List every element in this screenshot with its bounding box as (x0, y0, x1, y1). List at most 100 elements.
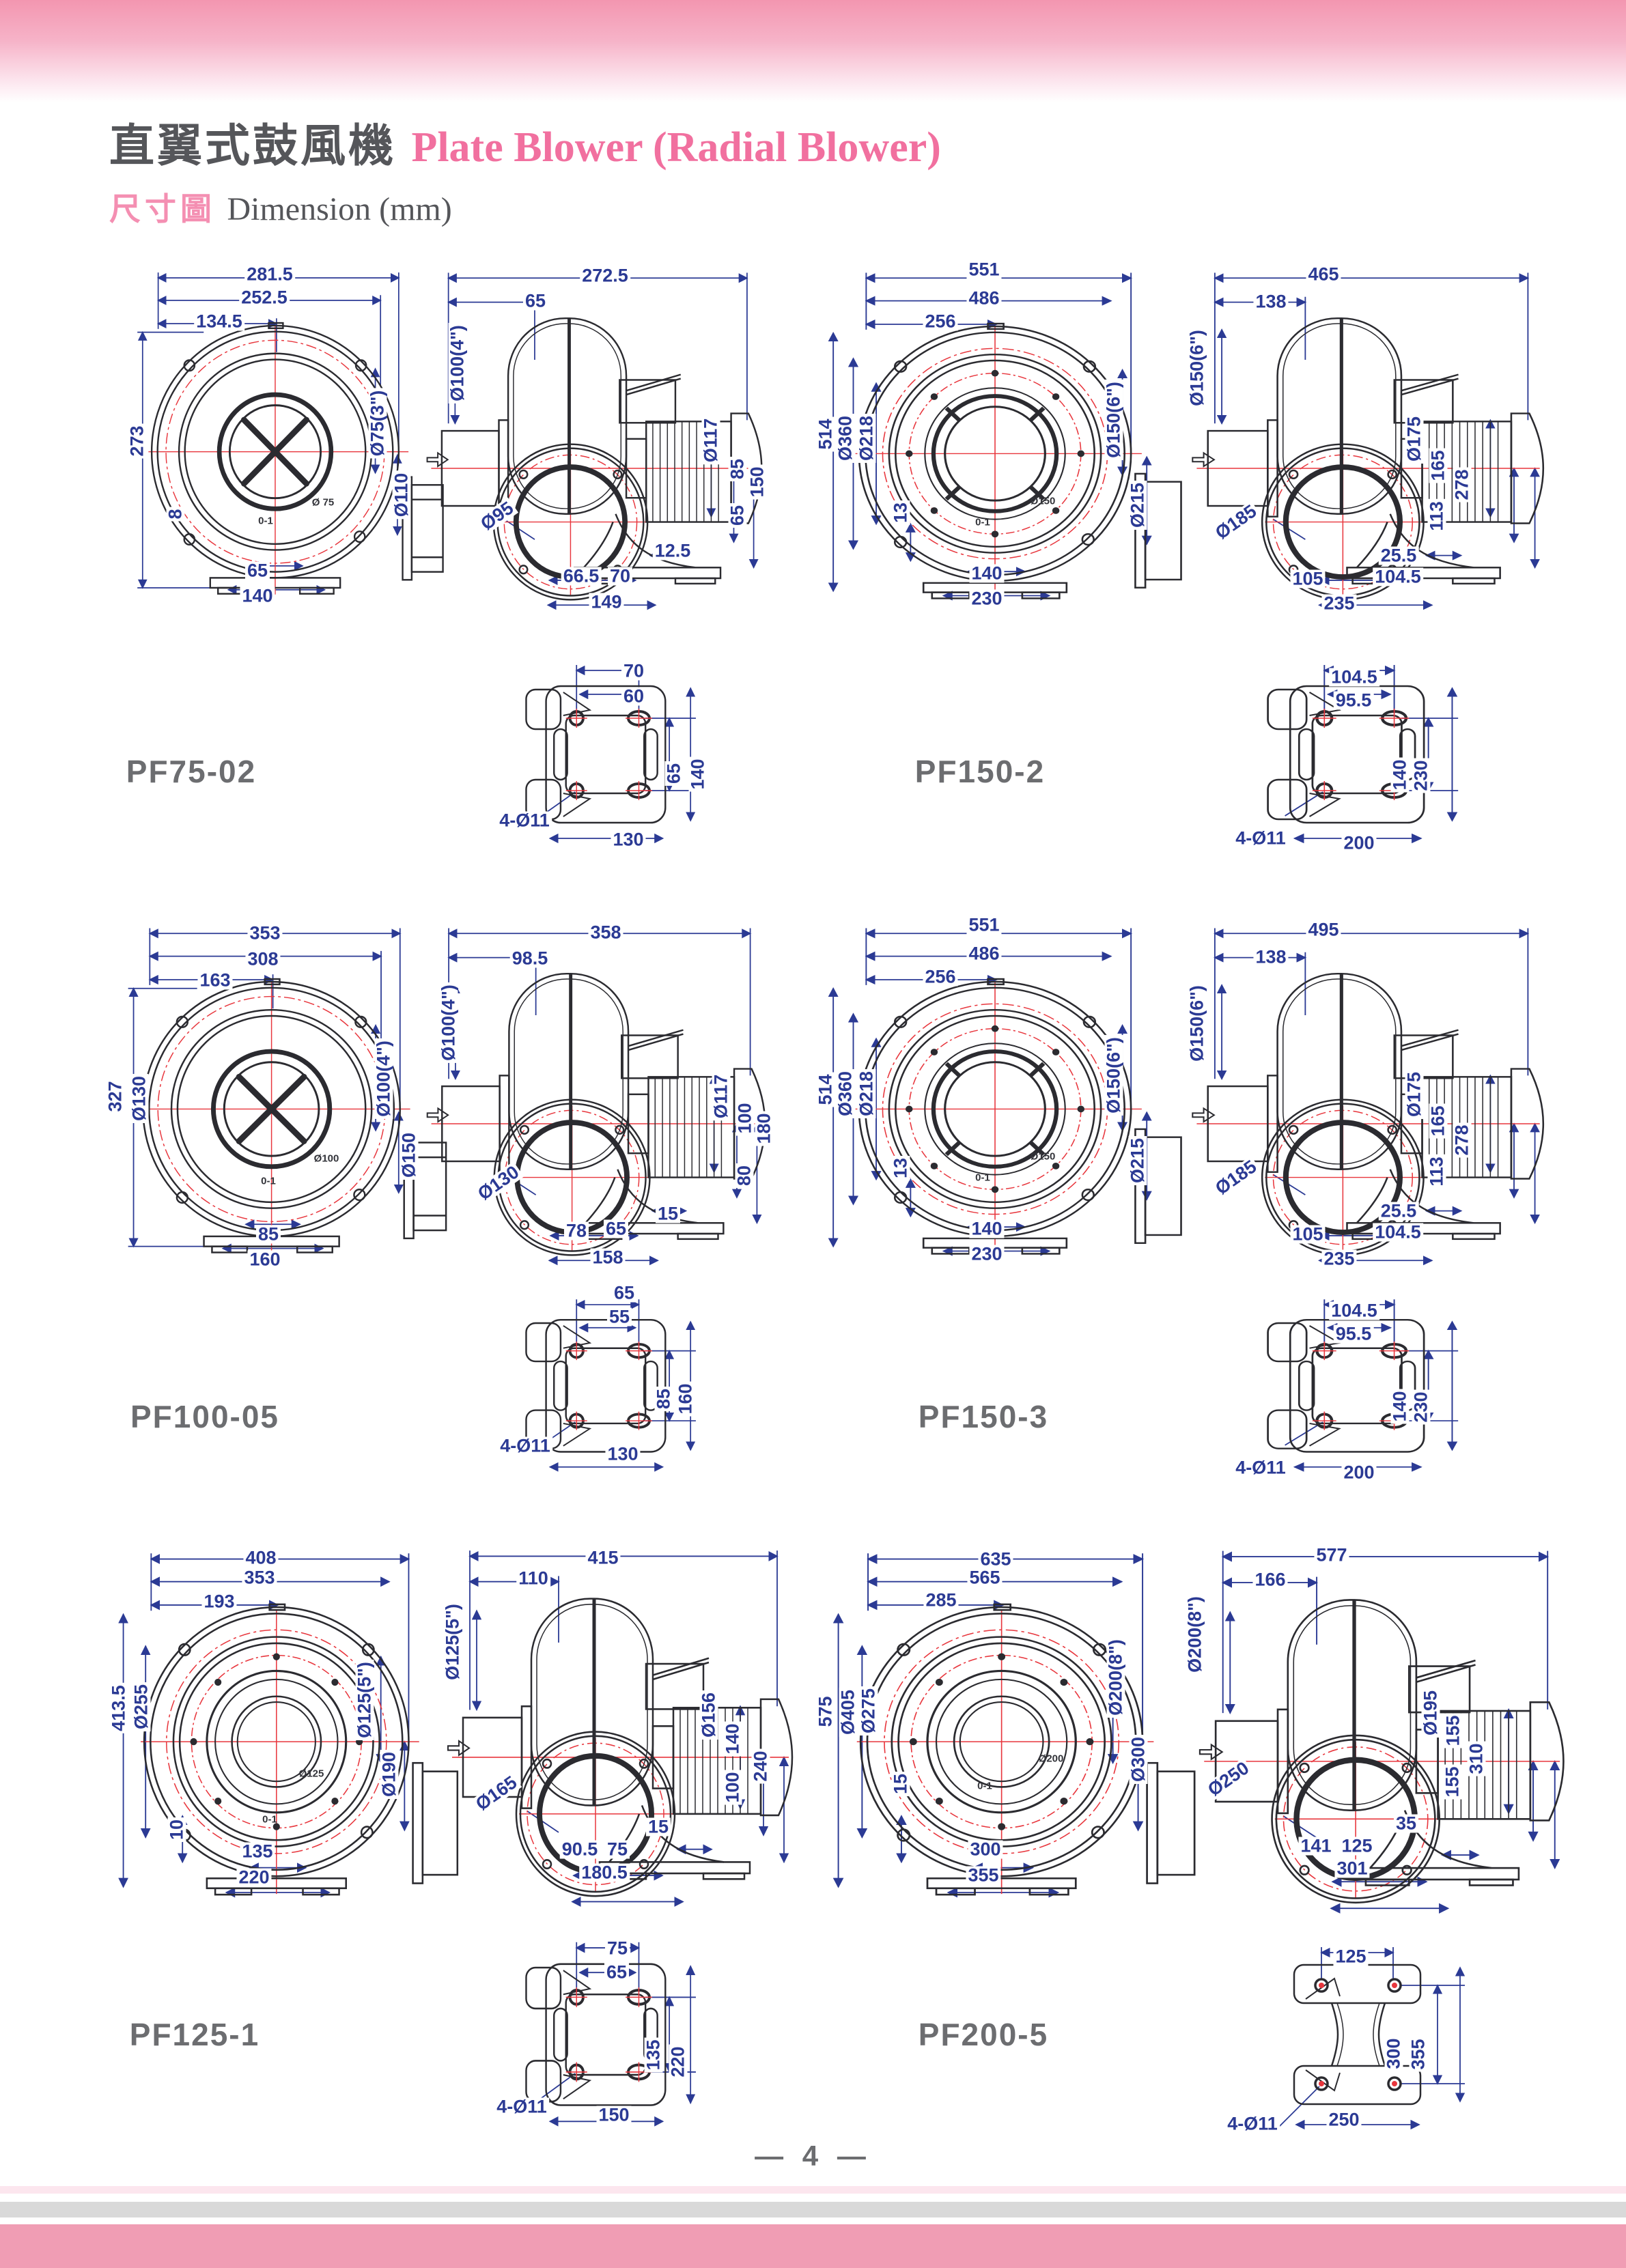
dimension-label: Ø218 (856, 413, 877, 464)
dimension-label: 100 (723, 1770, 743, 1805)
dimension-label: 4-Ø11 (494, 2097, 549, 2116)
dimension-label: 98.5 (509, 949, 550, 968)
dimension-label: Ø300 (1128, 1734, 1149, 1785)
dimension-label: 200 (1341, 1463, 1377, 1482)
dimension-label: 465 (1306, 265, 1341, 284)
dimension-label: 104.5 (1329, 1301, 1379, 1320)
top-gradient-bar (0, 0, 1626, 102)
dimension-label: 252.5 (239, 288, 290, 307)
dimension-label: Ø150 (1030, 1150, 1056, 1163)
dimension-label: 230 (1411, 1389, 1431, 1425)
dimension-label: 165 (1428, 1103, 1448, 1139)
dimension-label: 134.5 (194, 312, 244, 331)
dimension-label: 13 (891, 500, 911, 526)
dimension-label: 135 (643, 2037, 664, 2073)
dimension-label: 165 (1428, 448, 1448, 483)
dimension-label: 150 (747, 464, 768, 500)
dimension-label: 272.5 (580, 266, 630, 285)
dimension-label: Ø110 (391, 470, 412, 520)
page-subtitle: 尺寸圖 Dimension (mm) (109, 184, 1543, 229)
dimension-label: 486 (966, 944, 1002, 963)
dimension-label: 4-Ø11 (498, 1436, 552, 1456)
dimension-label: Ø130 (129, 1073, 150, 1124)
dimension-label: 0-1 (258, 515, 273, 527)
dimension-label: Ø150(6") (1187, 983, 1207, 1064)
dimension-label: 163 (197, 971, 233, 990)
dimension-label: 140 (240, 586, 275, 606)
dimension-label: 514 (815, 416, 836, 452)
dimension-label: 65 (604, 1963, 630, 1982)
dimension-label: 486 (966, 289, 1002, 308)
dimension-label: 65 (603, 1219, 629, 1238)
page-number: — 4 — (755, 2140, 871, 2172)
dimension-label: Ø405 (838, 1687, 858, 1738)
dimension-label: 230 (969, 589, 1005, 608)
dimension-label: Ø195 (1420, 1688, 1441, 1738)
dimension-label: Ø200(8") (1185, 1594, 1205, 1675)
dimension-label: 150 (596, 2106, 632, 2125)
dimension-label: 300 (1384, 2036, 1404, 2071)
dimension-label: Ø150 (1030, 495, 1056, 507)
dimension-label: 281.5 (244, 265, 295, 284)
dimension-label: 125 (1333, 1947, 1369, 1966)
dimension-label: Ø150(6") (1104, 1035, 1124, 1116)
dimension-label: Ø125 (298, 1768, 324, 1780)
page-title-zh: 直翼式鼓風機 (109, 122, 396, 171)
dimension-label: Ø200 (1038, 1753, 1064, 1765)
dimension-label: 0-1 (975, 1172, 990, 1184)
dimension-label: 301 (1334, 1859, 1370, 1878)
dimension-label: 235 (1321, 594, 1357, 613)
dimension-label: 78 (563, 1221, 589, 1241)
page-title: 直翼式鼓風機 Plate Blower (Radial Blower) (109, 109, 1543, 175)
dimension-label: 4-Ø11 (1225, 2114, 1280, 2134)
dimension-label: 220 (236, 1868, 272, 1887)
dimension-label: 0-1 (975, 516, 990, 528)
dimension-label: 85 (727, 456, 748, 482)
dimension-label: Ø215 (1127, 480, 1148, 530)
side-line-art (1188, 1529, 1571, 1918)
front-plain-line-art (102, 1529, 464, 1912)
dimension-label: Ø150(6") (1187, 328, 1207, 408)
dimension-label: 85 (654, 1386, 674, 1412)
dimension-label: Ø255 (131, 1682, 152, 1732)
dimension-label: 85 (255, 1225, 281, 1244)
dimension-label: 327 (105, 1079, 126, 1114)
dimension-label: 35 (1393, 1814, 1419, 1833)
dimension-label: 256 (923, 312, 958, 331)
dimension-label: 273 (127, 423, 148, 459)
dimension-label: 577 (1314, 1546, 1349, 1565)
dimension-label: 95.5 (1333, 1324, 1374, 1344)
dimension-label: Ø200(8") (1106, 1637, 1126, 1718)
dimension-label: 160 (675, 1381, 696, 1417)
dimension-label: 278 (1452, 467, 1472, 502)
dimension-label: 125 (1339, 1837, 1375, 1856)
dimension-label: 565 (967, 1568, 1003, 1587)
dimension-label: 0-1 (977, 1780, 992, 1792)
dimension-label: 140 (723, 1721, 743, 1757)
dimension-label: Ø100(4") (447, 323, 468, 403)
dimension-label: 13 (891, 1155, 911, 1181)
footer-band-light-pink (0, 2186, 1626, 2194)
dimension-label: 551 (966, 916, 1002, 935)
dimension-label: Ø156 (699, 1690, 719, 1740)
dimension-label: Ø75(3") (367, 388, 388, 459)
dimension-label: 110 (516, 1569, 550, 1588)
page-title-en: Plate Blower (Radial Blower) (411, 124, 941, 171)
dimension-label: 180.5 (579, 1863, 630, 1882)
dimension-label: 95.5 (1333, 691, 1374, 710)
dimension-label: 104.5 (1373, 1223, 1423, 1242)
dimension-label: Ø275 (858, 1686, 879, 1736)
dimension-label: Ø360 (835, 1068, 856, 1119)
dimension-label: Ø175 (1404, 414, 1425, 464)
dimension-label: Ø150(6") (1104, 380, 1124, 460)
dimension-label: 141 (1298, 1837, 1334, 1856)
model-label-PF75-02: PF75-02 (126, 754, 257, 789)
